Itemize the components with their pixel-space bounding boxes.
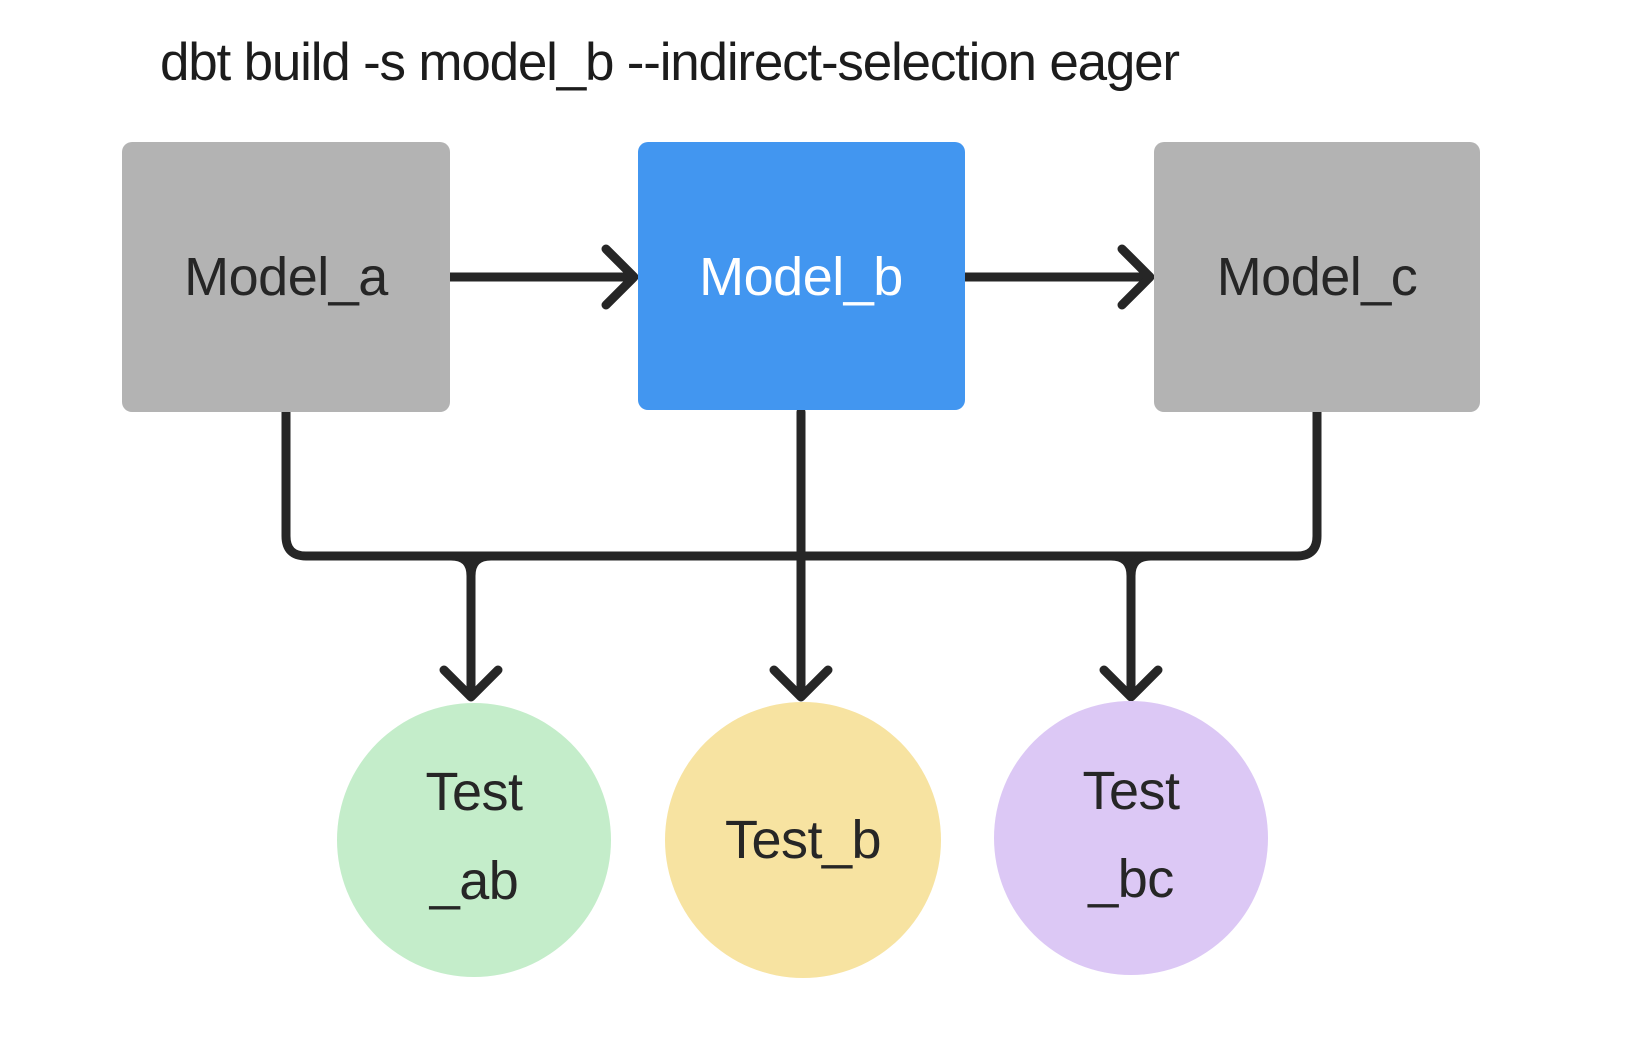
edge-junction-to-test-ab [439, 551, 503, 702]
edge-model-a-to-model-b [445, 244, 639, 310]
test-b-label: Test_b [725, 810, 881, 870]
edge-model-b-to-test-b [769, 407, 833, 702]
node-model-a: Model_a [122, 142, 450, 412]
model-b-label: Model_b [699, 247, 903, 307]
model-a-label: Model_a [184, 247, 389, 307]
edge-model-b-to-model-c [960, 244, 1155, 310]
test-ab-label-line2: _ab [429, 851, 519, 911]
arrowhead-down-icon [439, 665, 503, 702]
model-b-box [638, 142, 965, 410]
node-test-b: Test_b [665, 702, 941, 978]
test-b-circle [665, 702, 941, 978]
edge-junction-to-test-bc [1099, 551, 1163, 702]
model-c-label: Model_c [1217, 247, 1418, 307]
model-c-box [1154, 142, 1480, 412]
test-bc-circle [994, 701, 1268, 975]
test-ab-circle [337, 703, 611, 977]
arrowhead-down-icon [1099, 665, 1163, 702]
test-bc-label-line2: _bc [1087, 849, 1174, 909]
arrowhead-right-icon [1117, 244, 1155, 310]
node-model-b: Model_b [638, 142, 965, 410]
test-bc-label-line1: Test [1082, 761, 1180, 821]
node-test-bc: Test _bc [994, 701, 1268, 975]
node-test-ab: Test _ab [337, 703, 611, 977]
diagram-title: dbt build -s model_b --indirect-selectio… [160, 33, 1179, 92]
arrowhead-down-icon [769, 665, 833, 702]
node-model-c: Model_c [1154, 142, 1480, 412]
test-ab-label-line1: Test [425, 762, 523, 822]
model-a-box [122, 142, 450, 412]
arrowhead-right-icon [601, 244, 639, 310]
